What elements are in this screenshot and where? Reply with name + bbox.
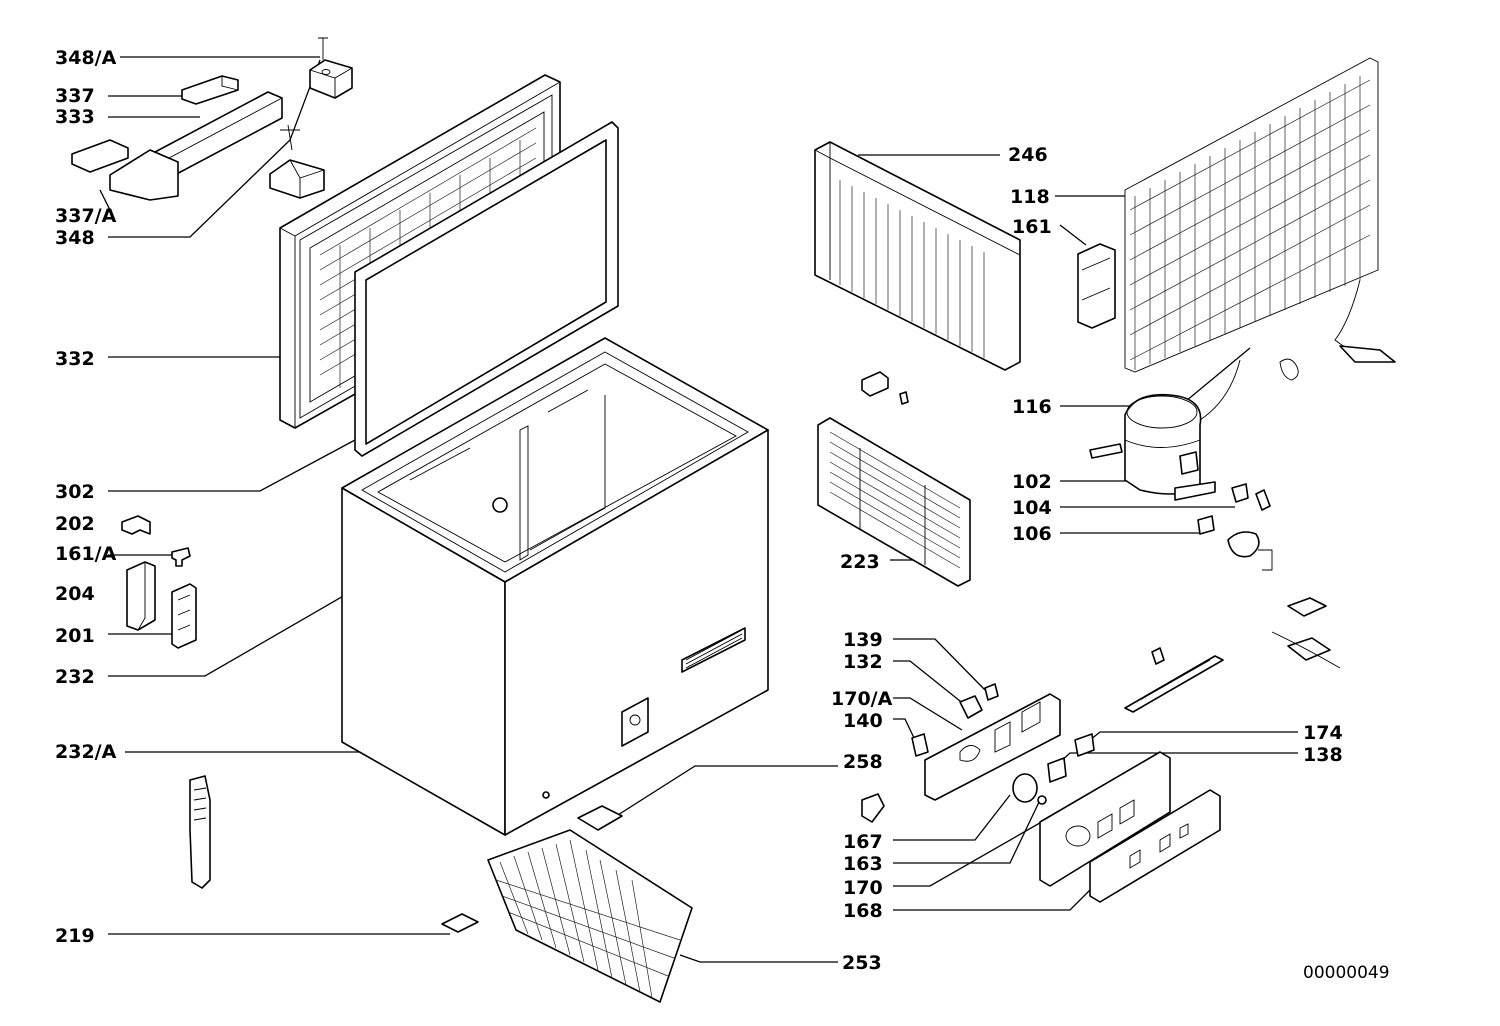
overload-106 [1197, 515, 1215, 535]
hinge-201 [171, 583, 197, 649]
trim-strip-168 [1089, 789, 1221, 903]
label-170: 170 [843, 877, 883, 899]
label-201: 201 [55, 625, 95, 647]
label-161A: 161/A [55, 543, 117, 565]
label-253: 253 [842, 952, 882, 974]
wire-basket-253 [487, 805, 693, 1003]
label-232A: 232/A [55, 741, 117, 763]
thermostat-132 [959, 695, 983, 719]
label-132: 132 [843, 651, 883, 673]
lid-hinge-parts [71, 37, 353, 201]
grille-223 [817, 371, 971, 587]
lamp-140 [911, 733, 929, 757]
label-223: 223 [840, 551, 880, 573]
label-104: 104 [1012, 497, 1052, 519]
pin-161A [171, 547, 191, 567]
label-138: 138 [1303, 744, 1343, 766]
hinge-block-348A [309, 59, 353, 99]
condenser-118 [1077, 57, 1396, 381]
evaporator-panel-246 [814, 141, 1021, 371]
left-labels: 348/A 337 333 337/A 348 332 302 202 161/… [55, 47, 117, 947]
control-plate-170A [924, 693, 1061, 801]
front-panel-170 [1039, 751, 1171, 887]
label-337: 337 [55, 85, 95, 107]
label-106: 106 [1012, 523, 1052, 545]
label-170A: 170/A [831, 688, 893, 710]
label-174: 174 [1303, 722, 1343, 744]
part-219 [441, 913, 479, 933]
label-246: 246 [1008, 144, 1048, 166]
left-small-parts [121, 515, 479, 933]
label-118: 118 [1010, 186, 1050, 208]
label-337A: 337/A [55, 205, 117, 227]
freezer-cabinet [341, 337, 769, 836]
label-302: 302 [55, 481, 95, 503]
compressor-102 [1089, 359, 1273, 571]
label-102: 102 [1012, 471, 1052, 493]
label-258: 258 [843, 751, 883, 773]
label-202: 202 [55, 513, 95, 535]
right-labels: 246 118 161 116 102 104 106 223 139 132 … [831, 144, 1390, 983]
switch-174 [1074, 733, 1095, 757]
gasket-302 [354, 121, 619, 457]
label-116: 116 [1012, 396, 1052, 418]
label-168: 168 [843, 900, 883, 922]
label-140: 140 [843, 710, 883, 732]
knob-139 [984, 683, 999, 701]
label-161: 161 [1012, 216, 1052, 238]
bracket-337A [71, 139, 129, 173]
label-139: 139 [843, 629, 883, 651]
part-167 [861, 793, 885, 823]
label-204: 204 [55, 583, 95, 605]
label-163: 163 [843, 853, 883, 875]
diagram-id: 00000049 [1303, 963, 1390, 983]
label-333: 333 [55, 106, 95, 128]
dial-163 [1012, 773, 1038, 803]
switch-138 [1047, 757, 1067, 783]
cover-204 [126, 561, 156, 631]
label-348A: 348/A [55, 47, 117, 69]
label-232: 232 [55, 666, 95, 688]
scraper-tool [189, 775, 211, 889]
bracket-337 [181, 75, 239, 105]
electrical-parts [861, 597, 1341, 903]
hinge-block-348 [269, 159, 325, 199]
label-348: 348 [55, 227, 95, 249]
label-219: 219 [55, 925, 95, 947]
relay-104 [1231, 483, 1249, 503]
label-167: 167 [843, 831, 883, 853]
label-332: 332 [55, 348, 95, 370]
clip-202 [121, 515, 151, 535]
capacitor [1227, 531, 1260, 558]
